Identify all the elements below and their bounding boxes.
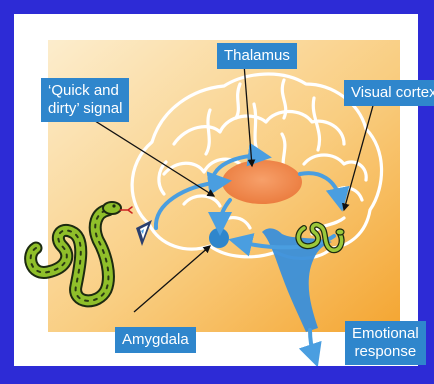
quick-signal-label: ‘Quick and dirty’ signal — [41, 78, 129, 122]
quick-signal-label-line2: dirty’ signal — [48, 100, 122, 118]
visual-cortex-label-text: Visual cortex — [351, 84, 434, 101]
visual-cortex-label: Visual cortex — [344, 80, 434, 106]
thalamus-region — [222, 160, 302, 204]
pathway-emotional-response — [310, 330, 314, 356]
thalamus-label: Thalamus — [217, 43, 297, 69]
emotional-label-line2: response — [352, 343, 419, 361]
diagram-frame: Thalamus ‘Quick and dirty’ signal Visual… — [14, 14, 418, 366]
thalamus-label-text: Thalamus — [224, 47, 290, 64]
emotional-response-label: Emotional response — [345, 321, 426, 365]
emotional-label-line1: Emotional — [352, 325, 419, 343]
amygdala-label-text: Amygdala — [122, 331, 189, 348]
brain-diagram — [14, 14, 418, 366]
amygdala-region — [209, 228, 229, 248]
amygdala-label: Amygdala — [115, 327, 196, 353]
quick-signal-label-line1: ‘Quick and — [48, 82, 122, 100]
